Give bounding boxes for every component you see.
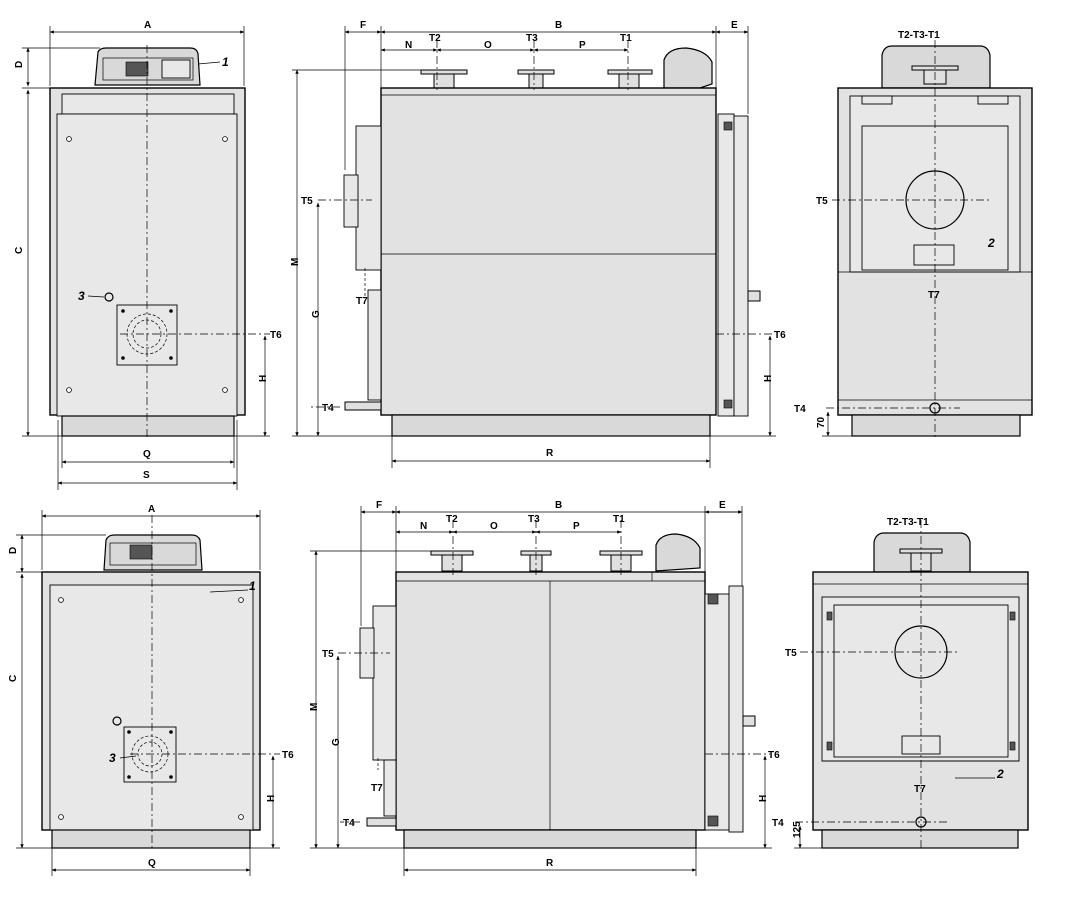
ref-1: 1: [222, 55, 229, 69]
label-G: G: [311, 310, 322, 318]
side-view-bottom: B F E N O P T2 T3 T1 T5 T7 T4 T6 M G H R: [309, 500, 780, 876]
label-T4: T4: [322, 403, 334, 414]
label-R: R: [546, 448, 554, 459]
label-T7: T7: [928, 290, 940, 301]
label-P: P: [579, 40, 586, 51]
label-T5: T5: [301, 196, 313, 207]
label-C: C: [14, 247, 25, 254]
label-S: S: [143, 470, 150, 481]
label-T6: T6: [270, 330, 282, 341]
label-70: 70: [816, 416, 827, 428]
label-H: H: [258, 375, 269, 382]
ref-1: 1: [249, 579, 256, 593]
label-O: O: [484, 40, 492, 51]
label-M: M: [290, 258, 301, 266]
side-view-top: B F E N O P T2 T3 T1 T5 T7 T4 T6 M G H R: [290, 20, 786, 468]
label-T4: T4: [794, 404, 806, 415]
label-A: A: [148, 504, 155, 515]
label-T7: T7: [371, 783, 383, 794]
label-B: B: [555, 20, 562, 31]
label-D: D: [14, 61, 25, 68]
label-G: G: [331, 738, 342, 746]
label-C: C: [8, 675, 19, 682]
rear-view-top: T2-T3-T1 T5 T7 T4 70 2: [794, 30, 1033, 440]
label-T1: T1: [620, 33, 632, 44]
label-T6: T6: [768, 750, 780, 761]
label-E: E: [719, 500, 726, 511]
label-H: H: [763, 375, 774, 382]
label-125: 125: [792, 821, 803, 838]
label-O: O: [490, 521, 498, 532]
ref-3: 3: [78, 289, 85, 303]
label-M: M: [309, 703, 320, 711]
label-T4: T4: [772, 818, 784, 829]
label-pipes: T2-T3-T1: [887, 517, 929, 528]
label-B: B: [555, 500, 562, 511]
label-A: A: [144, 20, 151, 31]
boiler-body-side-large: [395, 571, 706, 831]
label-F: F: [360, 20, 366, 31]
label-Q: Q: [143, 449, 151, 460]
label-D: D: [8, 547, 19, 554]
label-N: N: [420, 521, 427, 532]
label-T3: T3: [528, 514, 540, 525]
label-F: F: [376, 500, 382, 511]
label-T7: T7: [356, 296, 368, 307]
label-H: H: [266, 795, 277, 802]
ref-3: 3: [109, 751, 116, 765]
label-T4: T4: [343, 818, 355, 829]
label-T2: T2: [429, 33, 441, 44]
front-view-bottom: A D C H Q T6 1 3: [8, 504, 294, 876]
label-Q: Q: [148, 858, 156, 869]
label-T3: T3: [526, 33, 538, 44]
ref-2: 2: [996, 767, 1004, 781]
front-view-top: A D C H Q S T6 1 3: [14, 20, 282, 490]
label-T5: T5: [816, 196, 828, 207]
label-T6: T6: [774, 330, 786, 341]
rear-view-bottom: T2-T3-T1 T5 T7 T4 125 2: [772, 517, 1029, 850]
ref-2: 2: [987, 236, 995, 250]
label-N: N: [405, 40, 412, 51]
label-T6: T6: [282, 750, 294, 761]
label-E: E: [731, 20, 738, 31]
label-T2: T2: [446, 514, 458, 525]
label-pipes: T2-T3-T1: [898, 30, 940, 41]
boiler-body-side: [380, 87, 717, 416]
label-T7: T7: [914, 784, 926, 795]
label-R: R: [546, 858, 554, 869]
label-P: P: [573, 521, 580, 532]
label-H: H: [758, 795, 769, 802]
label-T5: T5: [322, 649, 334, 660]
label-T5: T5: [785, 648, 797, 659]
label-T1: T1: [613, 514, 625, 525]
